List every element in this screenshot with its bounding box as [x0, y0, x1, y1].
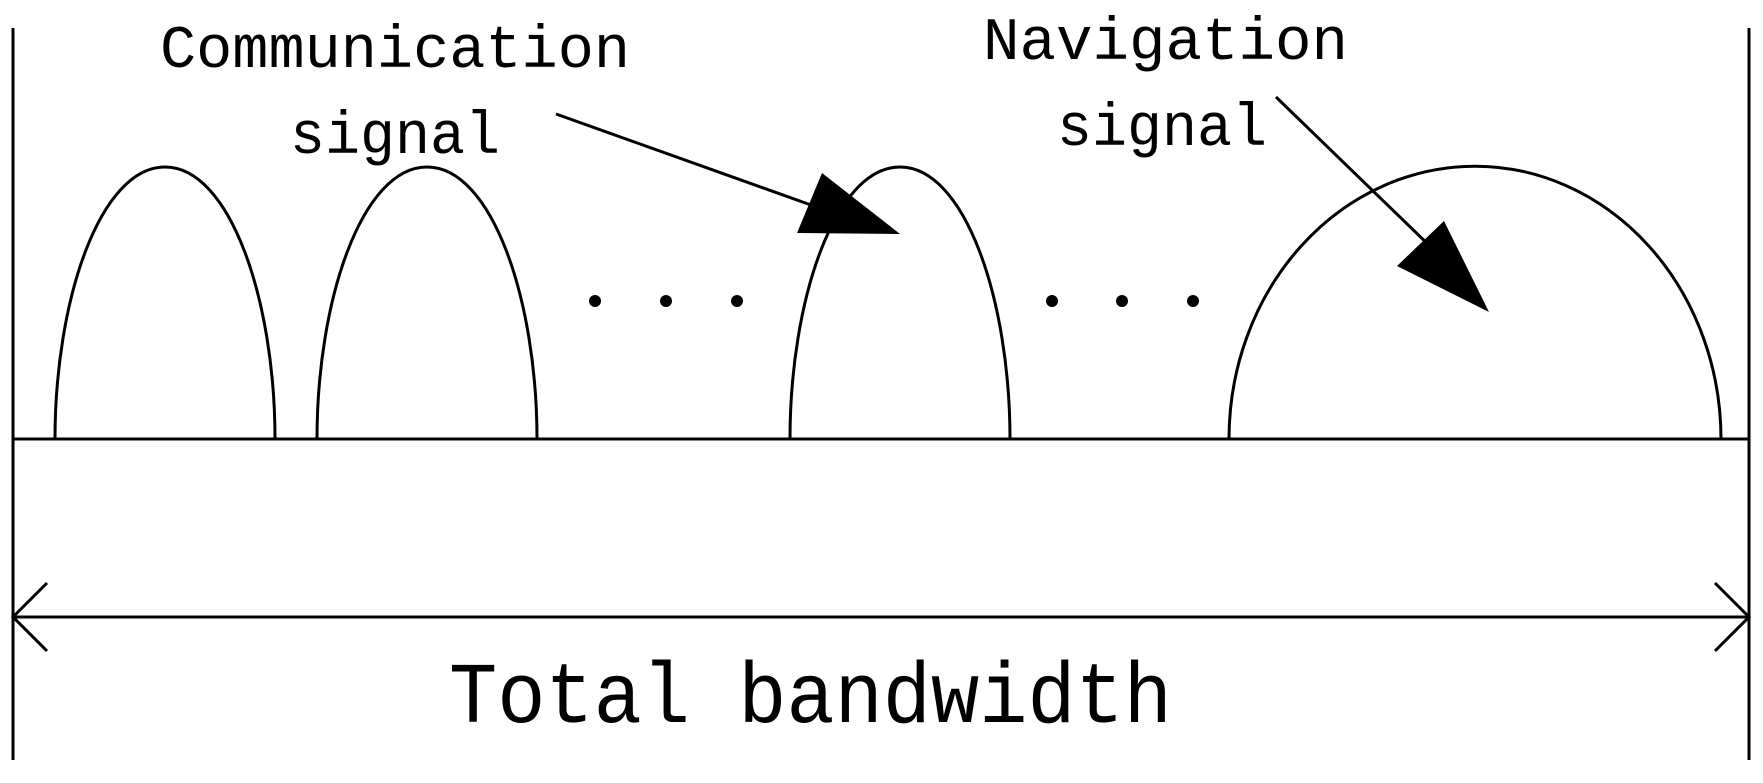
navigation-pointer-arrow-shaft [1274, 95, 1438, 254]
ellipsis-dot [1116, 295, 1128, 307]
communication-signal-lobe-1 [53, 165, 277, 440]
communication-signal-lobe-2 [315, 165, 539, 440]
communication-signal-lobe-3 [788, 165, 1012, 440]
ellipsis-dot [1187, 295, 1199, 307]
navigation-signal-label-line2: signal [1057, 96, 1267, 164]
ellipsis-dot [589, 295, 601, 307]
communication-signal-label-line1: Communication [160, 18, 630, 86]
ellipsis-dot [1046, 295, 1058, 307]
navigation-signal-label-line1: Navigation [983, 10, 1348, 78]
communication-signal-label-line2: signal [290, 104, 500, 172]
total-bandwidth-arrow-right-head [1713, 581, 1752, 653]
total-bandwidth-label: Total bandwidth [449, 650, 1172, 748]
navigation-pointer-arrowhead [1397, 221, 1489, 312]
communication-pointer-arrowhead [797, 173, 900, 234]
total-bandwidth-arrow-left-head [10, 581, 49, 653]
navigation-signal-lobe [1227, 164, 1723, 440]
communication-pointer-arrow-shaft [555, 112, 826, 212]
ellipsis-dot [731, 295, 743, 307]
ellipsis-dot [660, 295, 672, 307]
